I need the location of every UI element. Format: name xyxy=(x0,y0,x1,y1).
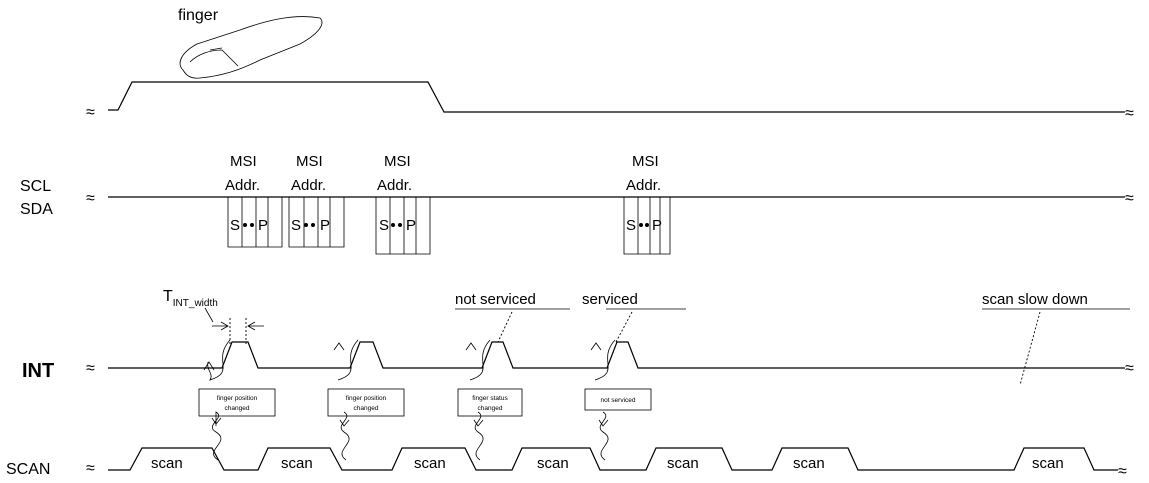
finger-trace xyxy=(108,81,1125,113)
msi-addr-label: Addr. xyxy=(626,177,661,194)
scan-phase-label: scan xyxy=(151,455,183,472)
scan-phase-label: scan xyxy=(414,455,446,472)
tint-width-label: TINT_width xyxy=(163,288,264,346)
msi-addr-label: Addr. xyxy=(291,177,326,194)
stop-bit: P xyxy=(258,217,268,234)
data-bit-dot xyxy=(391,223,395,227)
scan-trace xyxy=(108,447,1118,471)
msi-label: MSI xyxy=(230,153,257,170)
scan-phase-label: scan xyxy=(1032,455,1064,472)
serviced-pointer xyxy=(615,311,633,343)
not-serviced-pointer xyxy=(497,311,513,343)
int-event-box: finger status changed xyxy=(457,388,523,417)
scan-phase-label: scan xyxy=(667,455,699,472)
int-event-box: not serviced xyxy=(584,388,652,411)
stop-bit: P xyxy=(652,217,662,234)
event-arrow-icon xyxy=(333,339,359,381)
msi-label: MSI xyxy=(632,153,659,170)
event-arrow-icon xyxy=(465,339,491,381)
msi-transaction: MSI Addr. S P xyxy=(623,153,671,255)
scan-slow-down-label: scan slow down xyxy=(982,291,1088,308)
event-arrow-icon xyxy=(598,411,609,461)
int-event-line1: finger position xyxy=(217,395,258,402)
event-arrow-icon xyxy=(211,411,222,461)
sda-label: SDA xyxy=(20,201,53,218)
stop-bit: P xyxy=(406,217,416,234)
int-event-line2: changed xyxy=(354,405,379,412)
finger-icon xyxy=(179,16,323,79)
serviced-label: serviced xyxy=(582,291,638,308)
break-mark-finger-right: ≈ xyxy=(1125,105,1134,122)
msi-transaction: MSI Addr. S P xyxy=(288,153,345,248)
start-bit: S xyxy=(379,217,389,234)
int-trace xyxy=(108,341,1125,369)
data-bit-dot xyxy=(250,223,254,227)
break-mark-bus-left: ≈ xyxy=(86,190,95,207)
int-event-box: finger position changed xyxy=(327,388,405,417)
break-mark-scan-right: ≈ xyxy=(1118,463,1127,480)
stop-bit: P xyxy=(320,217,330,234)
int-event-line2: changed xyxy=(478,405,503,412)
break-mark-int-right: ≈ xyxy=(1125,360,1134,377)
event-arrow-icon xyxy=(203,339,231,381)
scan-phase-label: scan xyxy=(537,455,569,472)
start-bit: S xyxy=(230,217,240,234)
event-arrow-icon xyxy=(590,339,616,381)
int-event-line1: finger position xyxy=(346,395,387,402)
data-bit-dot xyxy=(304,223,308,227)
finger-label: finger xyxy=(178,7,219,24)
data-bit-dot xyxy=(243,223,247,227)
break-mark-finger-left: ≈ xyxy=(86,104,95,121)
msi-transaction: MSI Addr. S P xyxy=(225,153,283,248)
start-bit: S xyxy=(291,217,301,234)
int-event-box: finger position changed xyxy=(198,388,276,417)
msi-transaction: MSI Addr. S P xyxy=(375,153,431,255)
start-bit: S xyxy=(626,217,636,234)
int-event-line1: finger status xyxy=(472,395,508,402)
int-label: INT xyxy=(22,360,54,382)
msi-addr-label: Addr. xyxy=(377,177,412,194)
data-bit-dot xyxy=(639,223,643,227)
scl-label: SCL xyxy=(20,178,51,195)
event-arrow-icon xyxy=(339,411,350,461)
break-mark-scan-left: ≈ xyxy=(86,460,95,477)
scan-signal-label: SCAN xyxy=(6,461,50,478)
msi-addr-label: Addr. xyxy=(225,177,260,194)
data-bit-dot xyxy=(398,223,402,227)
event-arrow-icon xyxy=(473,411,484,461)
not-serviced-label: not serviced xyxy=(455,291,536,308)
msi-label: MSI xyxy=(384,153,411,170)
break-mark-int-left: ≈ xyxy=(86,360,95,377)
data-bit-dot xyxy=(645,223,649,227)
scan-slow-down-pointer xyxy=(1019,311,1041,386)
data-bit-dot xyxy=(311,223,315,227)
tint-main: T xyxy=(163,288,173,305)
msi-label: MSI xyxy=(296,153,323,170)
svg-text:TINT_width: TINT_width xyxy=(163,288,218,309)
scan-phase-label: scan xyxy=(793,455,825,472)
tint-sub: INT_width xyxy=(173,298,218,309)
scan-phase-label: scan xyxy=(281,455,313,472)
int-event-line2: changed xyxy=(225,405,250,412)
int-event-line1: not serviced xyxy=(600,397,635,404)
break-mark-bus-right: ≈ xyxy=(1125,190,1134,207)
